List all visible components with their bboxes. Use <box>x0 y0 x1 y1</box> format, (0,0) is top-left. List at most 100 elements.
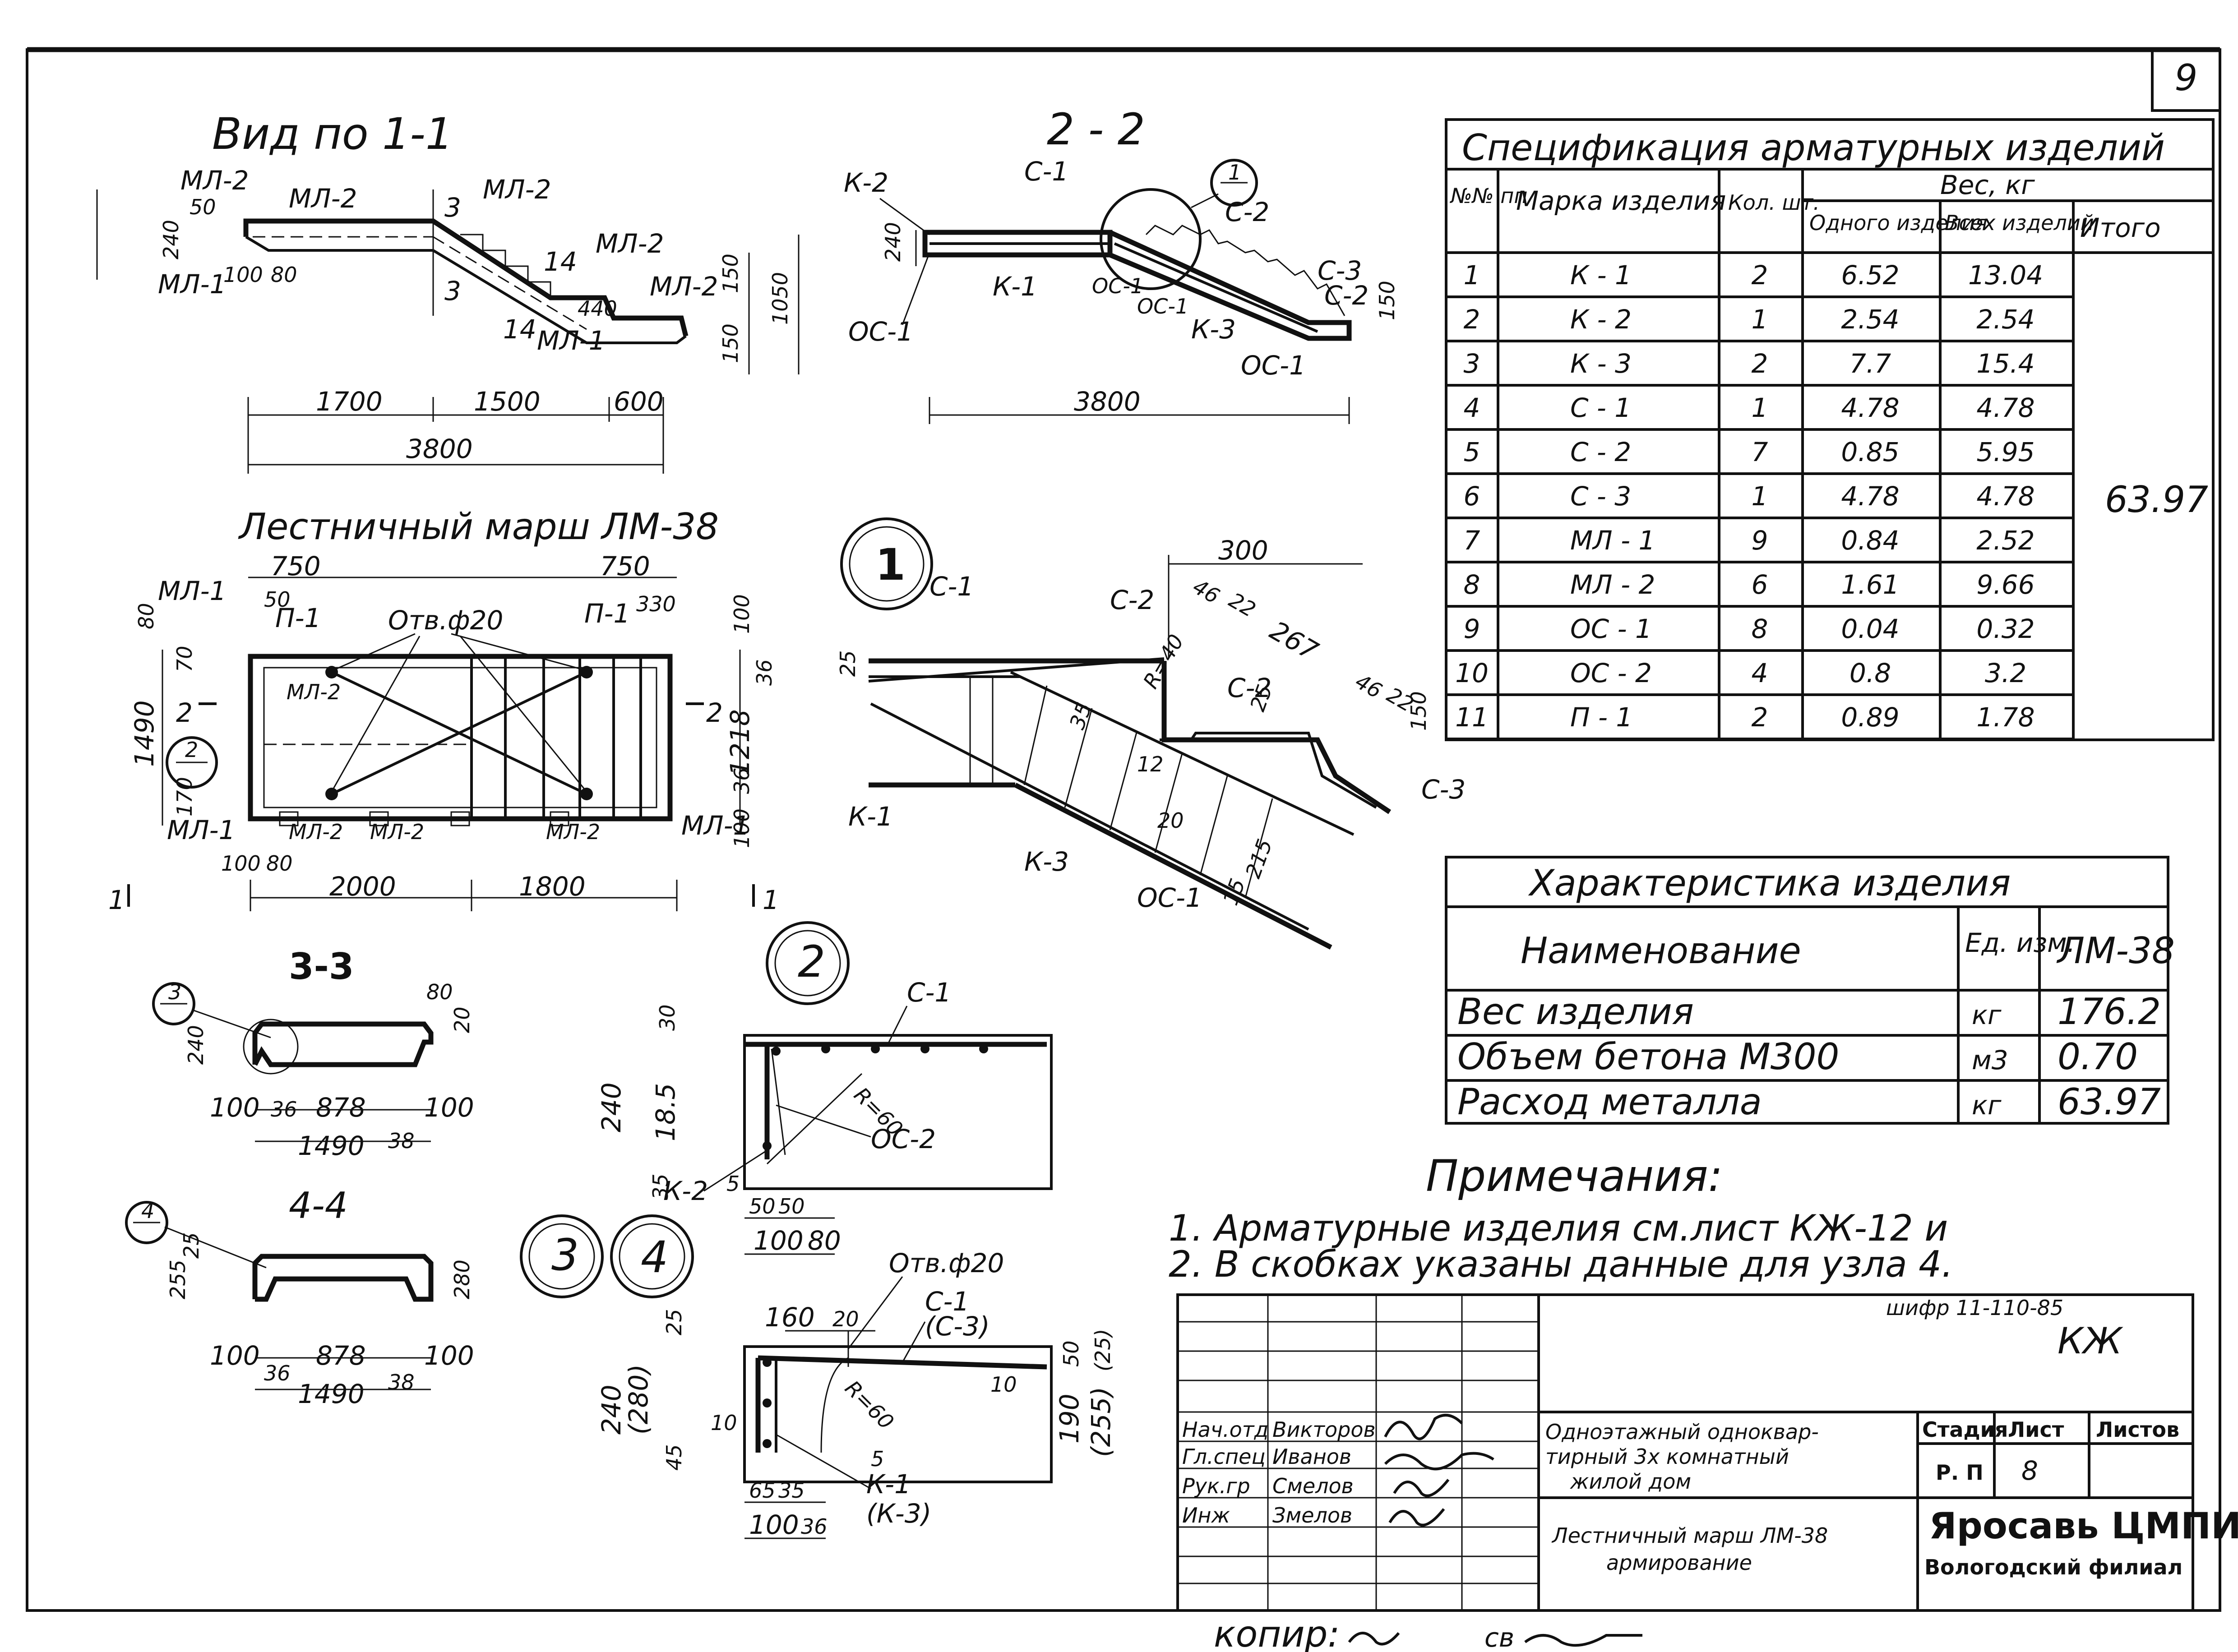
spec-cell-one: 0.04 <box>1841 614 1899 644</box>
s33-dim-80: 80 <box>426 980 453 1004</box>
v11-label-ml1-b: МЛ-1 <box>537 325 606 356</box>
march-plan: Лестничный марш ЛМ-38 Отв.ф20 МЛ-1 П-1 П… <box>108 506 779 915</box>
spec-cell-one: 6.52 <box>1841 260 1899 291</box>
spec-cell-qty: 8 <box>1752 614 1768 644</box>
march-dim-2000: 2000 <box>329 871 396 902</box>
v11-dim-14a: 14 <box>544 246 577 277</box>
spec-cell-mark: ОС - 1 <box>1570 614 1652 644</box>
char-row2-unit: м3 <box>1972 1045 2008 1075</box>
section-3-3: 3-3 3 80 20 240 100 36 878 100 38 1490 <box>152 946 474 1161</box>
v11-dim-1500: 1500 <box>474 386 541 417</box>
spec-cell-all: 1.78 <box>1976 702 2035 733</box>
spec-cell-qty: 2 <box>1752 348 1768 379</box>
march-sec-2b: 2 <box>706 697 723 728</box>
spec-cell-one: 0.84 <box>1841 525 1899 556</box>
march-label-ml2-d: МЛ-2 <box>546 820 600 844</box>
spec-cell-n: 2 <box>1464 304 1480 335</box>
node1-dim-46b: 46 <box>1351 669 1387 703</box>
march-sec-2a: 2 <box>176 697 193 728</box>
tb-code: шифр 11-110-85 <box>1886 1296 2063 1320</box>
section-2-2: 2 - 2 1 К-2 С-1 С-2 С-3 С-2 К-1 ОС-1 ОС-… <box>844 104 1399 424</box>
v11-dim-3800: 3800 <box>406 434 473 464</box>
s33-title: 3-3 <box>289 946 354 988</box>
march-label-ml2-b: МЛ-2 <box>289 820 343 844</box>
v11-label-ml1-a: МЛ-1 <box>158 269 227 300</box>
tb-person-1-role: Нач.отд <box>1182 1417 1268 1442</box>
v11-label-ml2-e: МЛ-2 <box>650 271 718 302</box>
march-title: Лестничный марш ЛМ-38 <box>238 506 719 548</box>
s33-dim-100a: 100 <box>210 1092 260 1123</box>
title-block: шифр 11-110-85 КЖ Одноэтажный одноквар- … <box>1176 1293 2238 1612</box>
march-label-ml1-a: МЛ-1 <box>158 576 227 606</box>
v11-dim-50: 50 <box>190 195 216 219</box>
node1-label-oc1: ОС-1 <box>1137 882 1202 913</box>
char-row3-value: 63.97 <box>2058 1081 2161 1123</box>
spec-cell-n: 6 <box>1464 481 1480 512</box>
node2-dim-35: 35 <box>648 1173 673 1200</box>
s22-label-oc1d: ОС-1 <box>1241 350 1306 381</box>
v11-dim-3b: 3 <box>444 276 461 306</box>
v11-dim-240: 240 <box>159 220 183 259</box>
s33-dim-100b: 100 <box>424 1092 474 1123</box>
node1-dim-12: 12 <box>1137 752 1164 776</box>
n34-dim-100: 100 <box>749 1509 799 1540</box>
march-hole-label: Отв.ф20 <box>388 605 503 636</box>
notes: Примечания: 1. Арматурные изделия см.лис… <box>1169 1151 1953 1285</box>
spec-cell-qty: 1 <box>1752 481 1768 512</box>
signature-4 <box>1388 1508 1445 1527</box>
n34-dim-20: 20 <box>832 1307 859 1331</box>
char-title: Характеристика изделия <box>1528 862 2011 904</box>
spec-cell-mark: МЛ - 1 <box>1570 525 1655 556</box>
march-dim-70: 70 <box>172 646 197 672</box>
node-1: 1 С-1 С-2 С-2 С-3 К-1 К-3 ОС-1 300 46 22… <box>836 517 1466 950</box>
node1-label-c1: С-1 <box>929 571 974 602</box>
tb-person-4-role: Инж <box>1182 1503 1230 1527</box>
tb-person-2-role: Гл.спец <box>1182 1444 1266 1469</box>
v11-dim-150b: 150 <box>718 323 743 363</box>
v11-dim-14b: 14 <box>503 314 536 345</box>
node2-marker: 2 <box>798 937 825 987</box>
spec-cell-mark: К - 3 <box>1570 348 1632 379</box>
march-label-ml2-a: МЛ-2 <box>287 680 341 704</box>
march-dim-330: 330 <box>636 592 676 616</box>
char-hdr-name: Наименование <box>1521 930 1801 972</box>
tb-person-2-name: Иванов <box>1272 1444 1351 1469</box>
n34-dim-280: (280) <box>623 1364 654 1435</box>
spec-cell-n: 9 <box>1464 614 1480 644</box>
spec-cell-all: 13.04 <box>1968 260 2043 291</box>
spec-cell-all: 2.52 <box>1976 525 2035 556</box>
spec-cell-all: 3.2 <box>1985 658 2026 688</box>
node2-dim-100: 100 <box>754 1225 804 1256</box>
s22-label-k3: К-3 <box>1191 314 1236 345</box>
n34-dim-160: 160 <box>765 1302 815 1333</box>
node-2: 2 С-1 ОС-2 К-2 30 240 18.5 R=60 35 5 50 … <box>596 921 1053 1256</box>
s33-marker: 3 <box>168 980 181 1004</box>
node2-dim-240: 240 <box>596 1082 627 1132</box>
n34-dim-240: 240 <box>596 1384 627 1435</box>
spec-cell-mark: МЛ - 2 <box>1570 569 1655 600</box>
spec-cell-one: 7.7 <box>1850 348 1891 379</box>
spec-cell-n: 11 <box>1455 702 1489 733</box>
v11-label-ml2-b: МЛ-2 <box>289 183 357 214</box>
node1-dim-25: 25 <box>836 650 860 677</box>
s33-dim-36: 36 <box>271 1097 297 1121</box>
march-dim-80: 80 <box>134 603 158 629</box>
march-dim-1218: 1218 <box>725 709 755 776</box>
s22-node-marker: 1 <box>1228 160 1241 185</box>
s33-dim-1490: 1490 <box>298 1131 365 1161</box>
copy-note: копир: св <box>1214 1613 1642 1652</box>
char-hdr-unit: Ед. изм. <box>1965 928 2075 958</box>
tb-person-4-name: Змелов <box>1272 1503 1352 1527</box>
march-sec-1b: 1 <box>763 885 779 915</box>
v11-dim-80: 80 <box>271 263 297 287</box>
spec-hdr-mark: Марка изделия <box>1516 185 1726 216</box>
n34-dim-45: 45 <box>662 1444 686 1471</box>
copy-label: копир: <box>1214 1613 1340 1652</box>
char-row3-unit: кг <box>1972 1090 2002 1121</box>
n34-dim-10b: 10 <box>990 1372 1017 1397</box>
node2-dim-30: 30 <box>655 1004 680 1031</box>
spec-cell-n: 8 <box>1464 569 1480 600</box>
march-label-ml1-b: МЛ-1 <box>167 815 236 845</box>
char-row2-name: Объем бетона М300 <box>1457 1036 1839 1078</box>
view-1-1-title: Вид по 1-1 <box>212 109 453 159</box>
